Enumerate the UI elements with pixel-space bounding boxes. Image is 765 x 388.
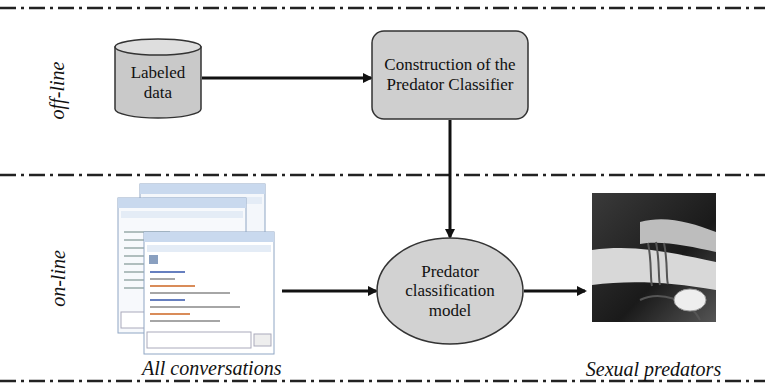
node-text: Predator classification model	[391, 262, 509, 321]
window-titlebar	[144, 232, 274, 242]
window-toolbar	[147, 245, 271, 252]
photo	[592, 193, 716, 322]
section-dividers	[0, 8, 765, 381]
image-caption: Sexual predators	[586, 358, 721, 381]
image-caption: All conversations	[142, 357, 281, 380]
send-button	[254, 334, 271, 346]
arm	[640, 219, 716, 252]
chat-window	[144, 232, 274, 354]
section-label: on-line	[46, 250, 69, 307]
model-node: Predator classification model	[376, 237, 524, 345]
cylinder-top	[115, 39, 201, 55]
data-store: Labeled data	[114, 38, 202, 118]
image-node: Sexual predators	[585, 188, 722, 383]
model-ellipse	[377, 238, 523, 344]
divider-line	[0, 174, 765, 177]
section-label: off-line	[46, 61, 69, 119]
input-field	[147, 332, 251, 348]
chat-windows	[118, 184, 274, 354]
window-toolbar	[121, 211, 243, 218]
arm	[592, 248, 716, 290]
flow-arrow	[202, 77, 371, 80]
window-frame	[144, 232, 274, 354]
process-box: Construction of the Predator Classifier	[371, 30, 529, 120]
node-text: Labeled data	[119, 63, 197, 102]
flow-arrow	[449, 120, 452, 237]
cylinder-body	[115, 47, 201, 118]
flow-arrow	[282, 290, 376, 293]
divider-line	[0, 380, 765, 383]
divider-line	[0, 7, 765, 10]
photo-ground	[592, 193, 716, 322]
mouse	[674, 289, 706, 311]
process-box	[372, 31, 528, 119]
window-titlebar	[118, 198, 246, 208]
node-text: Construction of the Predator Classifier	[376, 55, 524, 94]
image-node: All conversations	[112, 182, 282, 382]
avatar	[149, 255, 158, 264]
chat-lines	[150, 272, 240, 321]
window-titlebar	[140, 184, 265, 194]
flow-arrow	[524, 290, 585, 293]
